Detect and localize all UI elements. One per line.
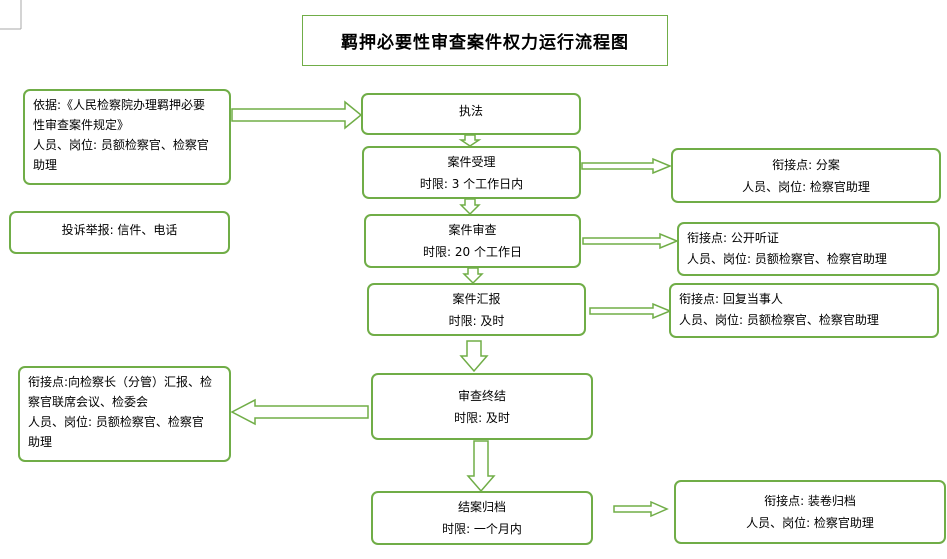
link-staff: 人员、岗位: 检察官助理	[742, 179, 870, 194]
step-report: 案件汇报 时限: 及时	[367, 283, 586, 336]
step-limit: 时限: 及时	[454, 410, 510, 425]
step-name: 结案归档	[457, 500, 506, 514]
link-staff: 人员、岗位: 检察官助理	[746, 516, 874, 530]
arrow-to-link-4	[613, 500, 669, 518]
arrow-down-1	[458, 134, 482, 147]
step-name: 案件受理	[447, 154, 496, 169]
page-corner-mark	[0, 0, 22, 30]
arrow-basis-to-enforce	[231, 100, 363, 130]
step-review: 案件审查 时限: 20 个工作日	[364, 214, 581, 268]
complaint-box: 投诉举报: 信件、电话	[9, 211, 230, 254]
link-point: 衔接点: 回复当事人	[679, 292, 783, 306]
arrow-to-link-1	[581, 157, 672, 175]
arrow-to-link-2	[582, 232, 679, 250]
step-name: 执法	[458, 104, 483, 118]
step-name: 案件审查	[448, 223, 497, 237]
step-accept: 案件受理 时限: 3 个工作日内	[362, 146, 581, 199]
arrow-down-4	[459, 340, 489, 373]
link-staff: 人员、岗位: 员额检察官、检察官助理	[687, 252, 887, 266]
step-enforce: 执法	[361, 93, 581, 135]
step-name: 案件汇报	[452, 291, 501, 306]
basis-line-3: 人员、岗位: 员额检察官、检察官	[33, 138, 209, 152]
step-limit: 时限: 3 个工作日内	[419, 176, 524, 191]
report-line-1: 衔接点:向检察长（分管）汇报、检	[28, 375, 213, 389]
basis-line-2: 性审查案件规定》	[33, 118, 130, 132]
arrow-down-2	[459, 198, 481, 216]
complaint-text: 投诉举报: 信件、电话	[61, 222, 178, 237]
step-limit: 时限: 及时	[448, 313, 505, 328]
link-archive: 衔接点: 装卷归档 人员、岗位: 检察官助理	[674, 480, 946, 544]
step-conclude: 审查终结 时限: 及时	[371, 373, 593, 440]
link-staff: 人员、岗位: 员额检察官、检察官助理	[679, 313, 879, 327]
link-point: 衔接点: 分案	[772, 157, 840, 172]
basis-line-4: 助理	[33, 158, 58, 172]
basis-line-1: 依据:《人民检察院办理羁押必要	[33, 98, 206, 112]
link-point: 衔接点: 装卷归档	[764, 494, 856, 508]
arrow-to-report	[230, 398, 369, 426]
step-name: 审查终结	[457, 388, 506, 403]
link-hearing: 衔接点: 公开听证 人员、岗位: 员额检察官、检察官助理	[677, 222, 940, 276]
step-limit: 时限: 20 个工作日	[423, 245, 522, 259]
arrow-down-3	[462, 267, 484, 285]
link-reply: 衔接点: 回复当事人 人员、岗位: 员额检察官、检察官助理	[669, 283, 939, 338]
link-point: 衔接点: 公开听证	[687, 231, 779, 245]
report-line-4: 助理	[28, 435, 53, 449]
diagram-title: 羁押必要性审查案件权力运行流程图	[302, 15, 668, 66]
arrow-to-link-3	[589, 302, 672, 320]
report-box: 衔接点:向检察长（分管）汇报、检 察官联席会议、检委会 人员、岗位: 员额检察官…	[18, 366, 231, 462]
basis-box: 依据:《人民检察院办理羁押必要 性审查案件规定》 人员、岗位: 员额检察官、检察…	[23, 89, 231, 185]
report-line-3: 人员、岗位: 员额检察官、检察官	[28, 415, 204, 429]
step-archive: 结案归档 时限: 一个月内	[371, 491, 593, 545]
link-assign: 衔接点: 分案 人员、岗位: 检察官助理	[671, 148, 941, 203]
step-limit: 时限: 一个月内	[442, 522, 522, 536]
report-line-2: 察官联席会议、检委会	[28, 395, 149, 409]
arrow-down-5	[466, 440, 496, 493]
